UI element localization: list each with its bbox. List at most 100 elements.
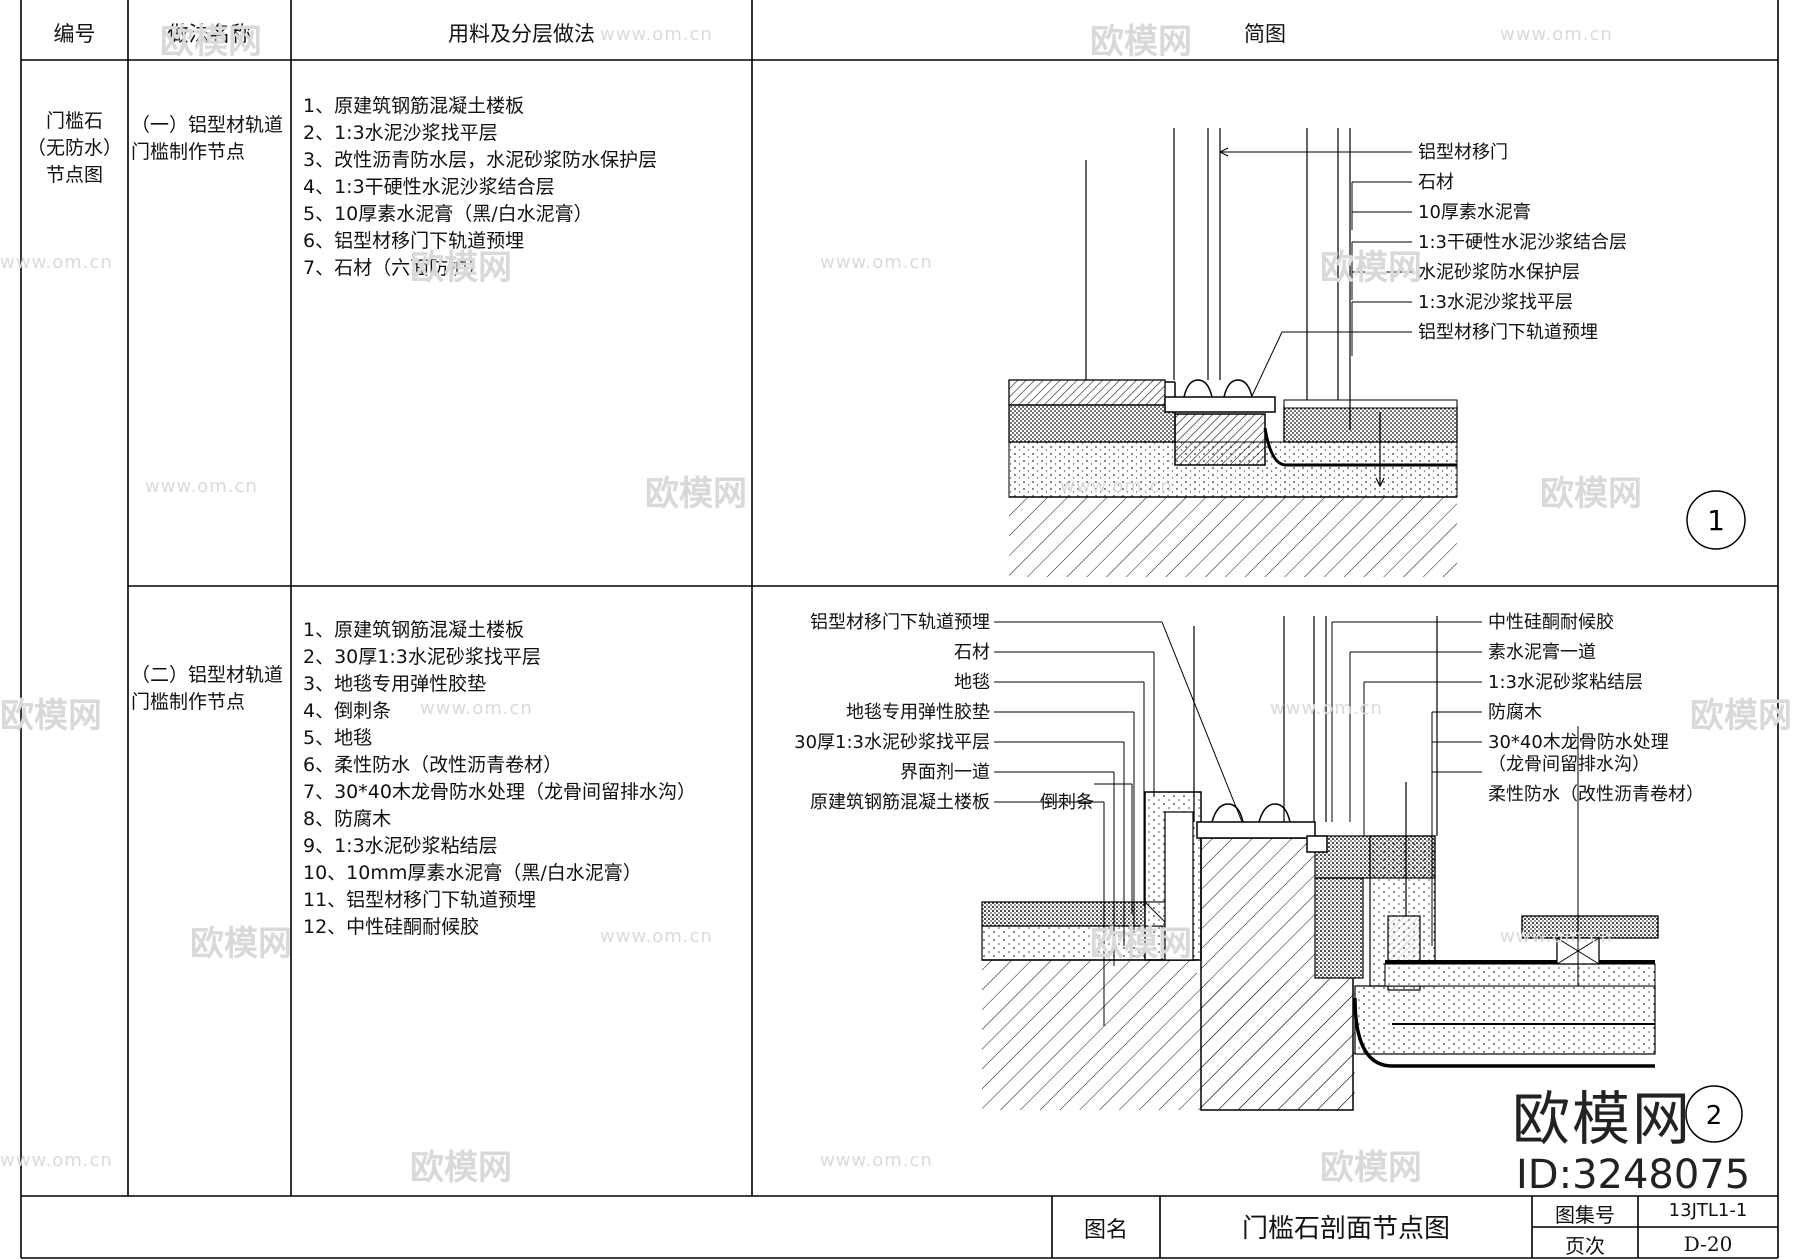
step-item: 10、10mm厚素水泥膏（黑/白水泥膏） (303, 862, 642, 884)
stone-left (1008, 404, 1176, 443)
step-item: 6、柔性防水（改性沥青卷材） (303, 754, 563, 776)
bonding-layer (1354, 985, 1656, 1055)
steps-list-1: 1、原建筑钢筋混凝土楼板 2、1:3水泥沙浆找平层 3、改性沥青防水层，水泥砂浆… (303, 93, 657, 282)
callout: 铝型材移门下轨道预埋 (810, 612, 990, 633)
watermark-url: www.om.cn (0, 252, 113, 273)
steps-list-2: 1、原建筑钢筋混凝土楼板 2、30厚1:3水泥砂浆找平层 3、地毯专用弹性胶垫 … (303, 617, 696, 941)
step-item: 9、1:3水泥砂浆粘结层 (303, 835, 498, 857)
watermark-brand: 欧模网 (410, 248, 512, 288)
step-item: 6、铝型材移门下轨道预埋 (303, 230, 525, 252)
callout: （龙骨间留排水沟） (1488, 754, 1650, 775)
waterproof-layer (1263, 427, 1457, 467)
method-line: （一）铝型材轨道 (131, 114, 284, 136)
step-item: 5、地毯 (303, 727, 373, 749)
callout: 30*40木龙骨防水处理 (1488, 732, 1669, 753)
callout: 界面剂一道 (900, 762, 990, 783)
watermark-brand: 欧模网 (1320, 1148, 1422, 1188)
stone-right (1283, 404, 1458, 443)
method-name-2: （二）铝型材轨道 门槛制作节点 (131, 662, 291, 716)
callout: 原建筑钢筋混凝土楼板 (810, 792, 990, 813)
callout: 素水泥膏一道 (1488, 641, 1596, 663)
category-line: 门槛石 (45, 110, 103, 132)
header-materials: 用料及分层做法 (448, 22, 595, 46)
category-line: 节点图 (45, 164, 103, 186)
page-label: 页次 (1565, 1234, 1605, 1258)
step-item: 2、30厚1:3水泥砂浆找平层 (303, 646, 541, 668)
category-label: 门槛石 （无防水） 节点图 (21, 108, 128, 189)
brand-logo: 欧模网 (1512, 1085, 1693, 1153)
brand-id: ID:3248075 (1516, 1152, 1751, 1198)
door-lines-2 (1193, 616, 1438, 916)
watermark-brand: 欧模网 (645, 474, 747, 514)
step-item: 5、10厚素水泥膏（黑/白水泥膏） (303, 203, 593, 225)
callout: 石材 (1418, 172, 1454, 193)
callout: 中性硅酮耐候胶 (1488, 612, 1614, 633)
title-name-label: 图名 (1083, 1218, 1128, 1243)
mortar-right (1283, 399, 1458, 409)
watermark-brand: 欧模网 (1540, 474, 1642, 514)
joint-left (1164, 811, 1194, 961)
floor-slab (1009, 496, 1457, 577)
watermark-brand: 欧模网 (0, 696, 102, 736)
threshold-block (1174, 413, 1266, 466)
callout: 1:3水泥砂浆粘结层 (1488, 672, 1643, 693)
callout: 防腐木 (1488, 702, 1542, 723)
callout: 铝型材移门 (1418, 142, 1508, 163)
carpet (981, 901, 1173, 927)
step-item: 1、原建筑钢筋混凝土楼板 (303, 619, 525, 641)
header-number: 编号 (53, 22, 96, 46)
step-item: 1、原建筑钢筋混凝土楼板 (303, 95, 525, 117)
track-profile (1164, 379, 1276, 413)
watermark-brand: 欧模网 (1690, 696, 1792, 736)
callout: 石材 (954, 642, 990, 663)
step-item: 2、1:3水泥沙浆找平层 (303, 122, 498, 144)
atlas-label: 图集号 (1555, 1203, 1615, 1227)
track-profile-2 (1196, 803, 1328, 853)
callout: 柔性防水（改性沥青卷材） (1488, 784, 1704, 805)
step-item: 8、防腐木 (303, 808, 392, 830)
callouts-1: 铝型材移门 石材 10厚素水泥膏 1:3干硬性水泥沙浆结合层 水泥砂浆防水保护层… (1418, 142, 1627, 343)
method-name-1: （一）铝型材轨道 门槛制作节点 (131, 112, 291, 166)
atlas-value: 13JTL1-1 (1668, 1200, 1748, 1221)
mortar-block (1314, 877, 1364, 979)
callout: 30厚1:3水泥砂浆找平层 (794, 732, 990, 753)
watermark-brand: 欧模网 (160, 22, 262, 62)
watermark-url: www.om.cn (600, 24, 713, 45)
leader-lines-1 (1218, 147, 1412, 397)
watermark-brand: 欧模网 (1090, 924, 1192, 964)
watermark-url: www.om.cn (820, 252, 933, 273)
flexible-waterproof (1353, 997, 1655, 1068)
callout: 1:3水泥沙浆找平层 (1418, 292, 1573, 313)
door-lines (1085, 128, 1351, 430)
callout: 铝型材移门下轨道预埋 (1418, 322, 1598, 343)
callout: 水泥砂浆防水保护层 (1418, 262, 1580, 283)
base-mortar (1384, 963, 1656, 987)
screed-left (981, 925, 1163, 961)
watermark-url: www.om.cn (0, 1150, 113, 1171)
watermark-url: www.om.cn (1060, 476, 1173, 497)
watermark-url: www.om.cn (1500, 926, 1613, 947)
callout: 地毯专用弹性胶垫 (846, 702, 990, 723)
watermark-url: www.om.cn (1500, 24, 1613, 45)
category-line: （无防水） (26, 137, 122, 159)
callout-barb: 倒刺条 (1040, 792, 1094, 813)
callout: 地毯 (954, 672, 990, 693)
detail-number-circle-1 (1686, 490, 1746, 550)
step-item: 4、倒刺条 (303, 700, 392, 722)
page-value: D-20 (1683, 1232, 1733, 1256)
callouts-left-2: 铝型材移门下轨道预埋 石材 地毯 地毯专用弹性胶垫 30厚1:3水泥砂浆找平层 … (794, 612, 1094, 813)
step-item: 4、1:3干硬性水泥沙浆结合层 (303, 176, 555, 198)
slab-left (982, 960, 1197, 1110)
step-item: 11、铝型材移门下轨道预埋 (303, 889, 537, 911)
header-method-name: 做法名称 (167, 22, 252, 46)
section-drawing-2: 铝型材移门下轨道预埋 石材 地毯 地毯专用弹性胶垫 30厚1:3水泥砂浆找平层 … (794, 612, 1743, 1143)
watermark-brand: 欧模网 (1090, 22, 1192, 62)
callouts-right-2: 中性硅酮耐候胶 素水泥膏一道 1:3水泥砂浆粘结层 防腐木 30*40木龙骨防水… (1488, 612, 1704, 805)
watermark-brand: 欧模网 (1320, 248, 1422, 288)
step-item: 7、30*40木龙骨防水处理（龙骨间留排水沟） (303, 781, 696, 803)
watermark-url: www.om.cn (1270, 698, 1383, 719)
watermark-url: www.om.cn (600, 926, 713, 947)
callout: 10厚素水泥膏 (1418, 201, 1531, 223)
callout: 1:3干硬性水泥沙浆结合层 (1418, 232, 1627, 253)
